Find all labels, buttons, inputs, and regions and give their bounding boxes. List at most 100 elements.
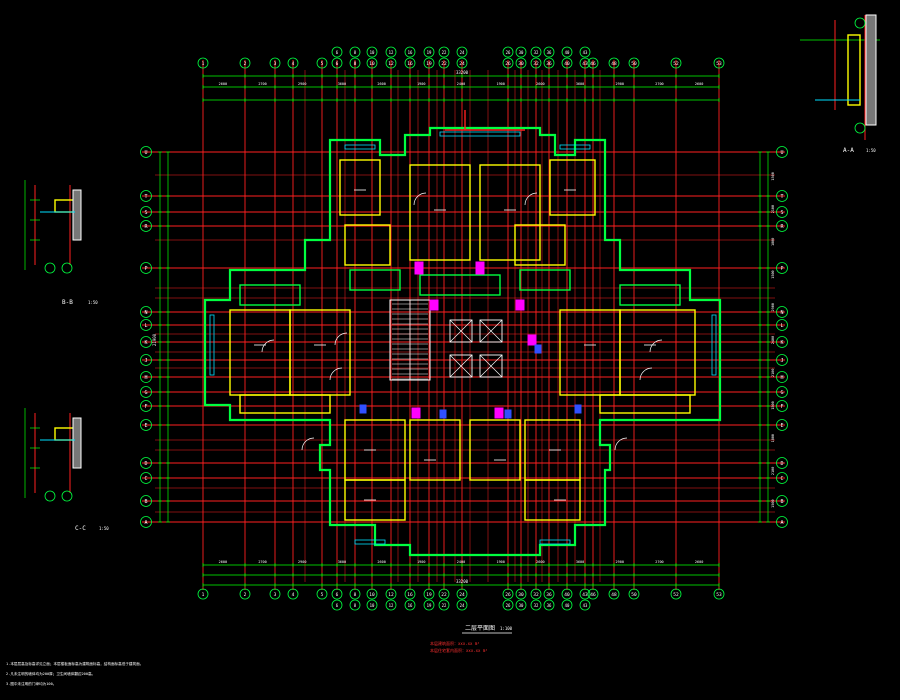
axis-bubble-top-2 — [438, 46, 450, 58]
axis-label-left: H — [144, 375, 147, 381]
axis-label-bottom: 19 — [426, 592, 432, 598]
axis-label-bottom: 24 — [459, 592, 465, 598]
axis-bubble-left — [140, 190, 152, 202]
axis-bubble-bottom-2 — [543, 599, 555, 611]
axis-label-bottom-2: 19 — [427, 603, 432, 608]
axis-label-right: T — [780, 194, 783, 200]
magenta-fixture — [515, 299, 525, 311]
axis-bubble-bottom — [456, 588, 468, 600]
axis-bubble-bottom — [331, 588, 343, 600]
dimension-text-bottom: 2400 — [457, 560, 465, 564]
axis-label-bottom: 22 — [441, 592, 447, 598]
axis-bubble-top-2 — [331, 46, 343, 58]
dimension-text-bottom: 1900 — [417, 560, 425, 564]
dimension-text-top: 2600 — [536, 82, 544, 86]
dimension-text-bottom: 2900 — [616, 560, 624, 564]
axis-label-bottom: 3 — [274, 592, 277, 598]
axis-label-left: P — [144, 266, 147, 272]
axis-label-left: L — [144, 323, 147, 329]
dimension-text-right: 1500 — [771, 270, 775, 278]
axis-bubble-right — [776, 419, 788, 431]
axis-bubble-top-2 — [502, 46, 514, 58]
axis-bubble-right — [776, 220, 788, 232]
axis-bubble-right — [776, 386, 788, 398]
dimension-text-top: 2700 — [655, 82, 663, 86]
axis-bubbles: 1122334455668810101212161619192222242426… — [140, 46, 788, 611]
axis-bubble-left — [140, 220, 152, 232]
door-swing — [639, 367, 653, 381]
axis-label-bottom-2: 16 — [408, 603, 413, 608]
axis-label-top-2: 36 — [547, 50, 552, 55]
axis-bubble-bottom-2 — [502, 599, 514, 611]
axis-bubble-bottom-2 — [561, 599, 573, 611]
axis-bubble-top-2 — [404, 46, 416, 58]
blue-fixture — [439, 409, 447, 419]
axis-bubble-left — [140, 400, 152, 412]
drawing-title-scale: 1:100 — [500, 626, 513, 631]
partition-wall — [619, 284, 681, 306]
axis-label-top: 16 — [407, 61, 413, 67]
axis-label-top: 46 — [590, 61, 596, 67]
magenta-fixture — [411, 407, 421, 419]
axis-bubble-bottom — [608, 588, 620, 600]
axis-bubble-right — [776, 146, 788, 158]
detail-c-c-scale: 1:50 — [99, 526, 109, 531]
drawing-title: 二层平面图 — [465, 625, 495, 632]
axis-label-top: 5 — [321, 61, 324, 67]
axis-label-bottom: 12 — [388, 592, 394, 598]
axis-label-top-2: 40 — [565, 50, 570, 55]
room-wall — [549, 159, 596, 216]
door-swing — [301, 437, 315, 451]
axis-label-bottom: 6 — [336, 592, 339, 598]
axis-label-bottom: 52 — [673, 592, 679, 598]
axis-label-bottom: 30 — [518, 592, 524, 598]
axis-bubble-top — [628, 57, 640, 69]
axis-label-right: K — [780, 340, 783, 346]
dimension-text-top: 2600 — [695, 82, 703, 86]
axis-bubble-top — [608, 57, 620, 69]
axis-bubble-top-2 — [530, 46, 542, 58]
axis-bubble-left — [140, 146, 152, 158]
magenta-fixture — [475, 261, 485, 275]
axis-label-top: 22 — [441, 61, 447, 67]
axis-label-left: U — [144, 150, 147, 156]
axis-bubble-bottom — [438, 588, 450, 600]
building-outline — [203, 126, 722, 557]
axis-bubble-left — [140, 386, 152, 398]
detail-b-b-title: B-B — [62, 299, 73, 306]
axis-label-bottom-2: 43 — [583, 603, 588, 608]
axis-bubble-top — [456, 57, 468, 69]
axis-label-top-2: 26 — [506, 50, 511, 55]
axis-bubble-left — [140, 495, 152, 507]
axis-bubble-bottom — [530, 588, 542, 600]
axis-label-top-2: 10 — [370, 50, 375, 55]
dimension-text-bottom: 2700 — [258, 560, 266, 564]
window — [209, 314, 215, 376]
axis-label-top: 6 — [336, 61, 339, 67]
magenta-fixture — [527, 334, 537, 346]
dimension-text-right: 2100 — [771, 369, 775, 377]
axis-label-bottom: 32 — [533, 592, 539, 598]
axis-bubble-top-2 — [423, 46, 435, 58]
axis-bubble-bottom-2 — [423, 599, 435, 611]
axis-label-top-2: 22 — [442, 50, 447, 55]
axis-label-bottom: 5 — [321, 592, 324, 598]
dimension-text-bottom: 2600 — [536, 560, 544, 564]
axis-label-left: C — [144, 476, 147, 482]
room-wall — [514, 224, 566, 266]
axis-bubble-bottom — [543, 588, 555, 600]
axis-label-bottom-2: 30 — [519, 603, 524, 608]
blue-fixture — [574, 404, 582, 414]
axis-label-top: 2 — [244, 61, 247, 67]
axis-bubble-bottom — [316, 588, 328, 600]
axis-bubble-right — [776, 319, 788, 331]
axis-label-top: 1 — [202, 61, 205, 67]
axis-label-bottom: 43 — [582, 592, 588, 598]
general-note-2: 2.凡未注明的墙体均为200厚；卫生间墙体翻边200高。 — [6, 671, 95, 676]
elevator-cross — [449, 354, 473, 378]
axis-bubble-top — [423, 57, 435, 69]
axis-label-bottom: 10 — [369, 592, 375, 598]
axis-bubble-bottom — [385, 588, 397, 600]
axis-bubble-bottom — [713, 588, 725, 600]
